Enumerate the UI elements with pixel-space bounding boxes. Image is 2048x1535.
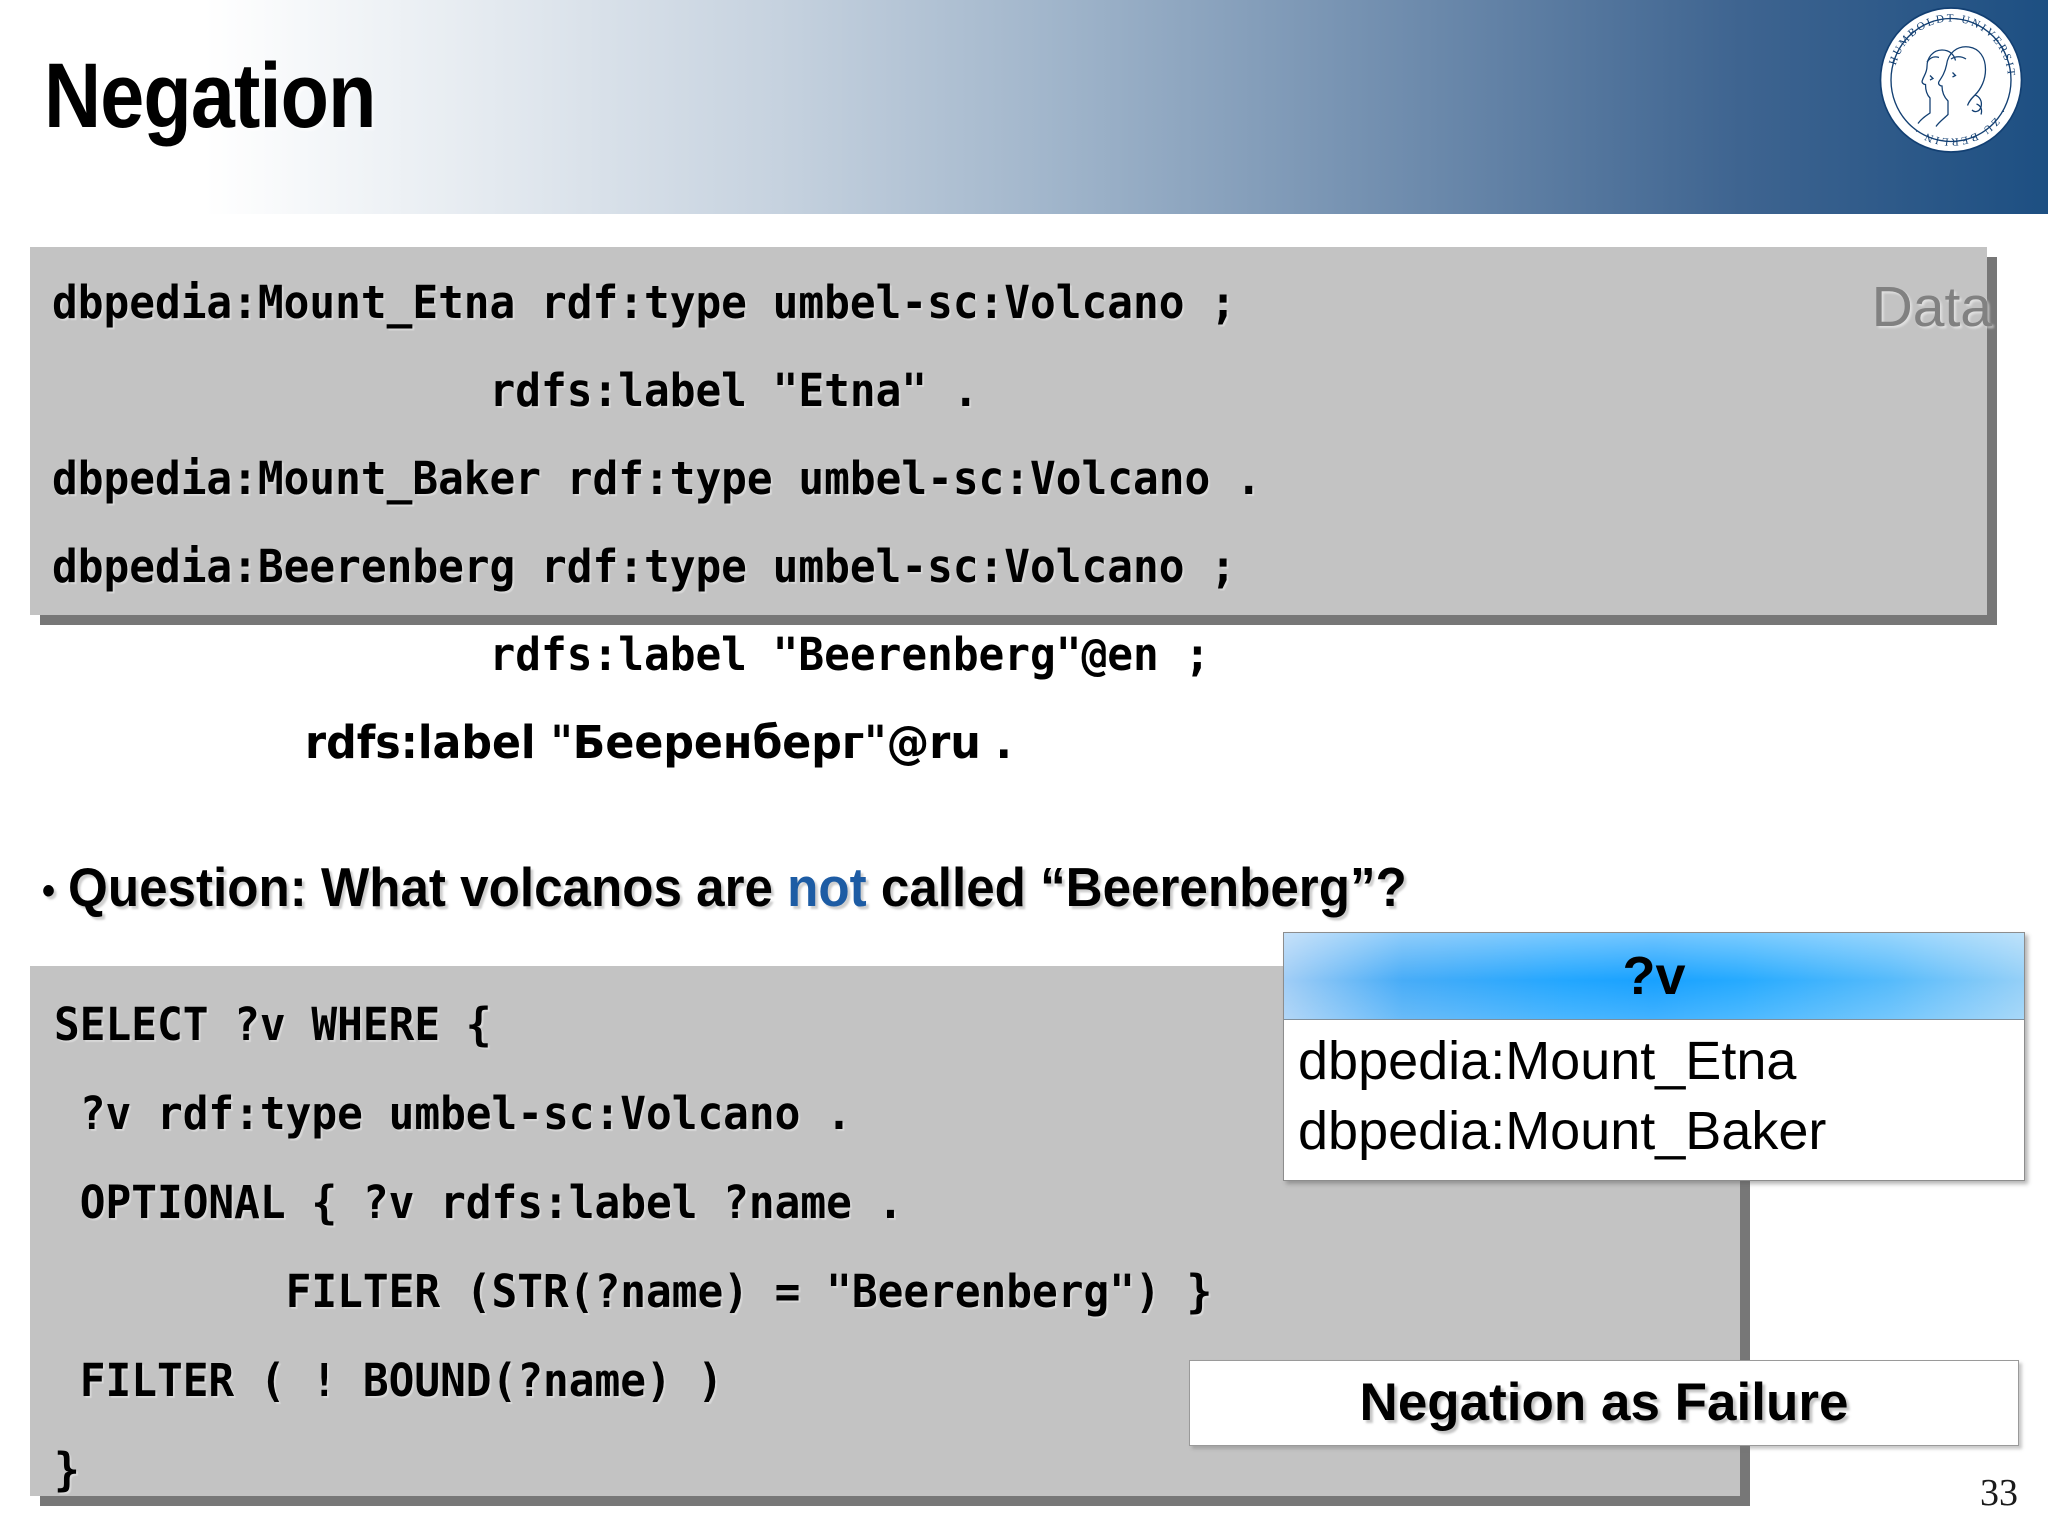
question-emphasis: not bbox=[787, 856, 867, 918]
query-line-4: FILTER (STR(?name) = "Beerenberg") } bbox=[54, 1265, 1213, 1318]
table-row: dbpedia:Mount_Baker bbox=[1298, 1101, 1827, 1161]
question-suffix: called “Beerenberg”? bbox=[866, 856, 1407, 918]
data-line-3: dbpedia:Mount_Baker rdf:type umbel-sc:Vo… bbox=[52, 452, 1262, 505]
data-panel-label: Data bbox=[1871, 275, 1992, 339]
query-line-2: ?v rdf:type umbel-sc:Volcano . bbox=[54, 1087, 852, 1140]
query-code-block: SELECT ?v WHERE { ?v rdf:type umbel-sc:V… bbox=[54, 980, 1212, 1514]
callout-label: Negation as Failure bbox=[1359, 1373, 1849, 1432]
data-line-6: rdfs:label "Бееренберг"@ru . bbox=[52, 716, 1012, 769]
data-line-5: rdfs:label "Beerenberg"@en ; bbox=[52, 628, 1211, 681]
callout-box: Negation as Failure bbox=[1189, 1360, 2019, 1446]
data-line-4: dbpedia:Beerenberg rdf:type umbel-sc:Vol… bbox=[52, 540, 1236, 593]
data-code-block: dbpedia:Mount_Etna rdf:type umbel-sc:Vol… bbox=[52, 259, 1262, 787]
question-bullet-line: • Question: What volcanos are not called … bbox=[42, 855, 1407, 919]
query-line-5: FILTER ( ! BOUND(?name) ) bbox=[54, 1354, 724, 1407]
page-title: Negation bbox=[44, 45, 376, 147]
results-table-body: dbpedia:Mount_Etna dbpedia:Mount_Baker bbox=[1284, 1020, 2024, 1180]
query-line-1: SELECT ?v WHERE { bbox=[54, 998, 492, 1051]
university-logo-icon: HUMBOLDT-UNIVERSITÄT · ZU BERLIN · bbox=[1876, 5, 2023, 153]
data-line-1: dbpedia:Mount_Etna rdf:type umbel-sc:Vol… bbox=[52, 276, 1236, 329]
query-line-6: } bbox=[54, 1443, 80, 1496]
results-column-header: ?v bbox=[1284, 933, 2024, 1020]
results-table: ?v dbpedia:Mount_Etna dbpedia:Mount_Bake… bbox=[1283, 932, 2025, 1181]
table-row: dbpedia:Mount_Etna bbox=[1298, 1031, 1797, 1091]
page-number: 33 bbox=[1980, 1472, 2018, 1514]
data-panel: dbpedia:Mount_Etna rdf:type umbel-sc:Vol… bbox=[30, 247, 1987, 769]
question-prefix: Question: What volcanos are bbox=[68, 856, 788, 918]
slide-header: Negation HUMBOLDT-UNIVERSITÄT · ZU BERLI… bbox=[0, 0, 2048, 214]
bullet-icon: • bbox=[42, 868, 56, 913]
data-line-2: rdfs:label "Etna" . bbox=[52, 364, 979, 417]
query-line-3: OPTIONAL { ?v rdfs:label ?name . bbox=[54, 1176, 904, 1229]
